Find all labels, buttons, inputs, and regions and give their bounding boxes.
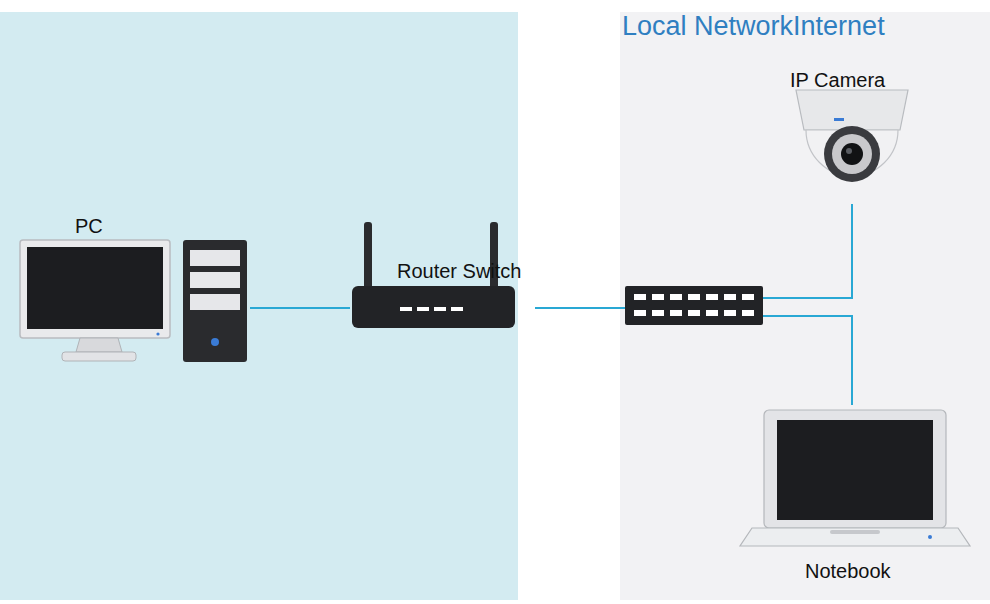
device-node: Notebook <box>735 405 972 590</box>
notebook-lid <box>764 410 946 528</box>
switch-port <box>652 294 664 300</box>
local-panel <box>0 12 518 600</box>
camera-lens <box>841 143 863 165</box>
device-label: Router Switch <box>397 259 522 283</box>
router-body <box>352 286 515 328</box>
device-label: PC <box>75 214 103 238</box>
drive-bay <box>190 250 240 266</box>
antenna <box>364 222 372 292</box>
notebook-notch <box>830 530 880 534</box>
switch-port <box>706 294 718 300</box>
monitor-screen <box>27 247 163 329</box>
switch-port <box>742 310 754 316</box>
camera-dome <box>806 130 898 176</box>
diagram-title: Local NetworkInternet <box>622 9 885 43</box>
monitor-frame <box>20 240 170 338</box>
tower-case <box>183 240 247 362</box>
switch-port <box>670 294 682 300</box>
switch-port <box>652 310 664 316</box>
switch-port <box>634 294 646 300</box>
camera-illustration <box>796 90 908 182</box>
internet-panel <box>620 12 990 600</box>
network-cable <box>250 307 350 309</box>
drive-bay <box>190 272 240 288</box>
device-label: IP Camera <box>790 68 885 92</box>
switch-port <box>706 310 718 316</box>
camera-ring <box>824 126 880 182</box>
notebook-base <box>740 528 970 546</box>
switch-body <box>625 286 763 325</box>
notebook-illustration <box>740 410 970 546</box>
switch-port <box>688 310 700 316</box>
background-panels <box>0 12 990 600</box>
camera-ir-ring <box>832 134 872 174</box>
router-led <box>417 307 429 311</box>
switch-port <box>742 294 754 300</box>
switch-port <box>688 294 700 300</box>
device-node: Router Switch <box>350 215 535 330</box>
switch-illustration <box>625 286 763 325</box>
router-led <box>451 307 463 311</box>
camera-mount <box>796 90 908 130</box>
monitor-neck <box>76 338 122 352</box>
switch-port <box>724 294 736 300</box>
power-led <box>156 332 159 335</box>
power-button <box>211 338 219 346</box>
device-label: Notebook <box>805 559 891 583</box>
connector-layer <box>250 204 852 405</box>
device-node: IP Camera <box>788 64 918 204</box>
switch-ports <box>634 294 754 316</box>
monitor-base <box>62 352 136 361</box>
router-led <box>400 307 412 311</box>
camera-logo <box>834 118 844 121</box>
notebook-screen <box>777 420 933 520</box>
notebook-led <box>928 535 932 539</box>
drive-bay <box>190 294 240 310</box>
switch-port <box>670 310 682 316</box>
device-node: PC <box>18 212 250 364</box>
switch-port <box>724 310 736 316</box>
lens-glint <box>846 148 852 154</box>
pc-illustration <box>20 240 247 362</box>
switch-port <box>634 310 646 316</box>
router-led <box>434 307 446 311</box>
